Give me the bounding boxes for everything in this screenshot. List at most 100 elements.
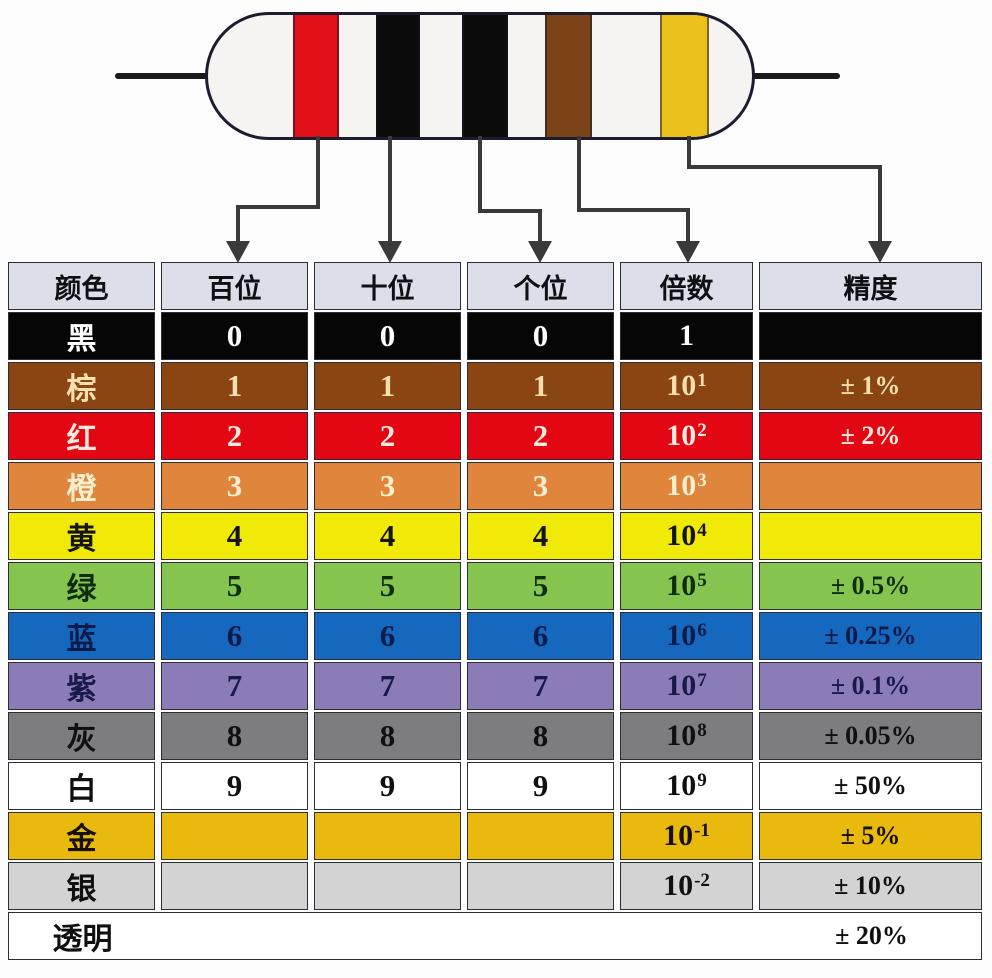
cell-color-label: 紫 [8,662,155,710]
cell-hundreds: 3 [161,462,308,510]
cell-tens: 5 [314,562,461,610]
arrow-segment [236,205,240,243]
arrow-segment [687,165,882,169]
cell-hundreds: 2 [161,412,308,460]
cell-hundreds [161,862,308,910]
resistor-lead-right [752,73,840,79]
cell-hundreds: 9 [161,762,308,810]
arrow-segment [388,136,392,243]
cell-units: 1 [467,362,614,410]
header-multiplier: 倍数 [620,262,753,310]
cell-multiplier: 10-2 [620,862,753,910]
header-hundreds: 百位 [161,262,308,310]
cell-hundreds [161,812,308,860]
black-band-1 [376,15,420,137]
cell-units: 2 [467,412,614,460]
cell-multiplier: 102 [620,412,753,460]
cell-tens: 2 [314,412,461,460]
cell-units: 4 [467,512,614,560]
cell-tens: 7 [314,662,461,710]
cell-hundreds: 8 [161,712,308,760]
cell-color-label: 透明 [52,923,113,956]
header-tens: 十位 [314,262,461,310]
cell-color-label: 金 [8,812,155,860]
cell-hundreds: 5 [161,562,308,610]
arrowhead-icon [676,241,700,263]
cell-tolerance: ± 0.25% [759,612,982,660]
cell-color-label: 黄 [8,512,155,560]
cell-tens: 0 [314,312,461,360]
cell-tolerance: ± 50% [759,762,982,810]
arrow-segment [316,136,320,209]
cell-color-label: 白 [8,762,155,810]
cell-units [467,862,614,910]
cell-multiplier: 1 [620,312,753,360]
brown-band [545,15,592,137]
cell-color-label: 绿 [8,562,155,610]
cell-tens [314,812,461,860]
cell-units [467,812,614,860]
cell-tens [314,862,461,910]
cell-tens: 4 [314,512,461,560]
arrowhead-icon [868,241,892,263]
arrow-segment [236,205,320,209]
cell-tolerance: ± 0.05% [759,712,982,760]
cell-units: 5 [467,562,614,610]
cell-units: 6 [467,612,614,660]
cell-multiplier: 106 [620,612,753,660]
red-band [293,15,339,137]
cell-units: 8 [467,712,614,760]
cell-tolerance: ± 10% [759,862,982,910]
cell-tens: 6 [314,612,461,660]
cell-color-label: 蓝 [8,612,155,660]
arrow-segment [538,209,542,243]
cell-color-label: 银 [8,862,155,910]
cell-tolerance [759,462,982,510]
cell-multiplier: 10-1 [620,812,753,860]
cell-multiplier: 104 [620,512,753,560]
arrow-segment [686,208,690,243]
arrow-segment [687,136,691,169]
cell-tolerance: ± 5% [759,812,982,860]
cell-hundreds: 1 [161,362,308,410]
cell-tens: 3 [314,462,461,510]
header-units: 个位 [467,262,614,310]
arrow-segment [577,136,581,212]
arrow-segment [878,165,882,243]
cell-hundreds: 7 [161,662,308,710]
cell-hundreds: 4 [161,512,308,560]
cell-multiplier: 107 [620,662,753,710]
cell-units: 3 [467,462,614,510]
cell-tolerance: ± 2% [759,412,982,460]
arrow-segment [577,208,690,212]
cell-hundreds: 0 [161,312,308,360]
gold-band [660,15,709,137]
cell-units: 0 [467,312,614,360]
cell-hundreds: 6 [161,612,308,660]
cell-color-label: 灰 [8,712,155,760]
cell-multiplier: 101 [620,362,753,410]
arrow-segment [478,209,542,213]
cell-tolerance: ± 0.1% [759,662,982,710]
cell-multiplier: 105 [620,562,753,610]
cell-tolerance [759,312,982,360]
cell-multiplier: 103 [620,462,753,510]
cell-color-label: 橙 [8,462,155,510]
cell-color-label: 黑 [8,312,155,360]
cell-multiplier: 108 [620,712,753,760]
arrowhead-icon [528,241,552,263]
cell-tolerance: ± 1% [759,362,982,410]
table-row-transparent: 透明± 20% [8,912,982,960]
cell-tens: 9 [314,762,461,810]
cell-units: 7 [467,662,614,710]
cell-multiplier: 109 [620,762,753,810]
cell-tens: 8 [314,712,461,760]
header-tolerance: 精度 [759,262,982,310]
arrow-segment [478,136,482,213]
cell-tolerance: ± 0.5% [759,562,982,610]
cell-color-label: 红 [8,412,155,460]
arrowhead-icon [226,241,250,263]
cell-tolerance [759,512,982,560]
